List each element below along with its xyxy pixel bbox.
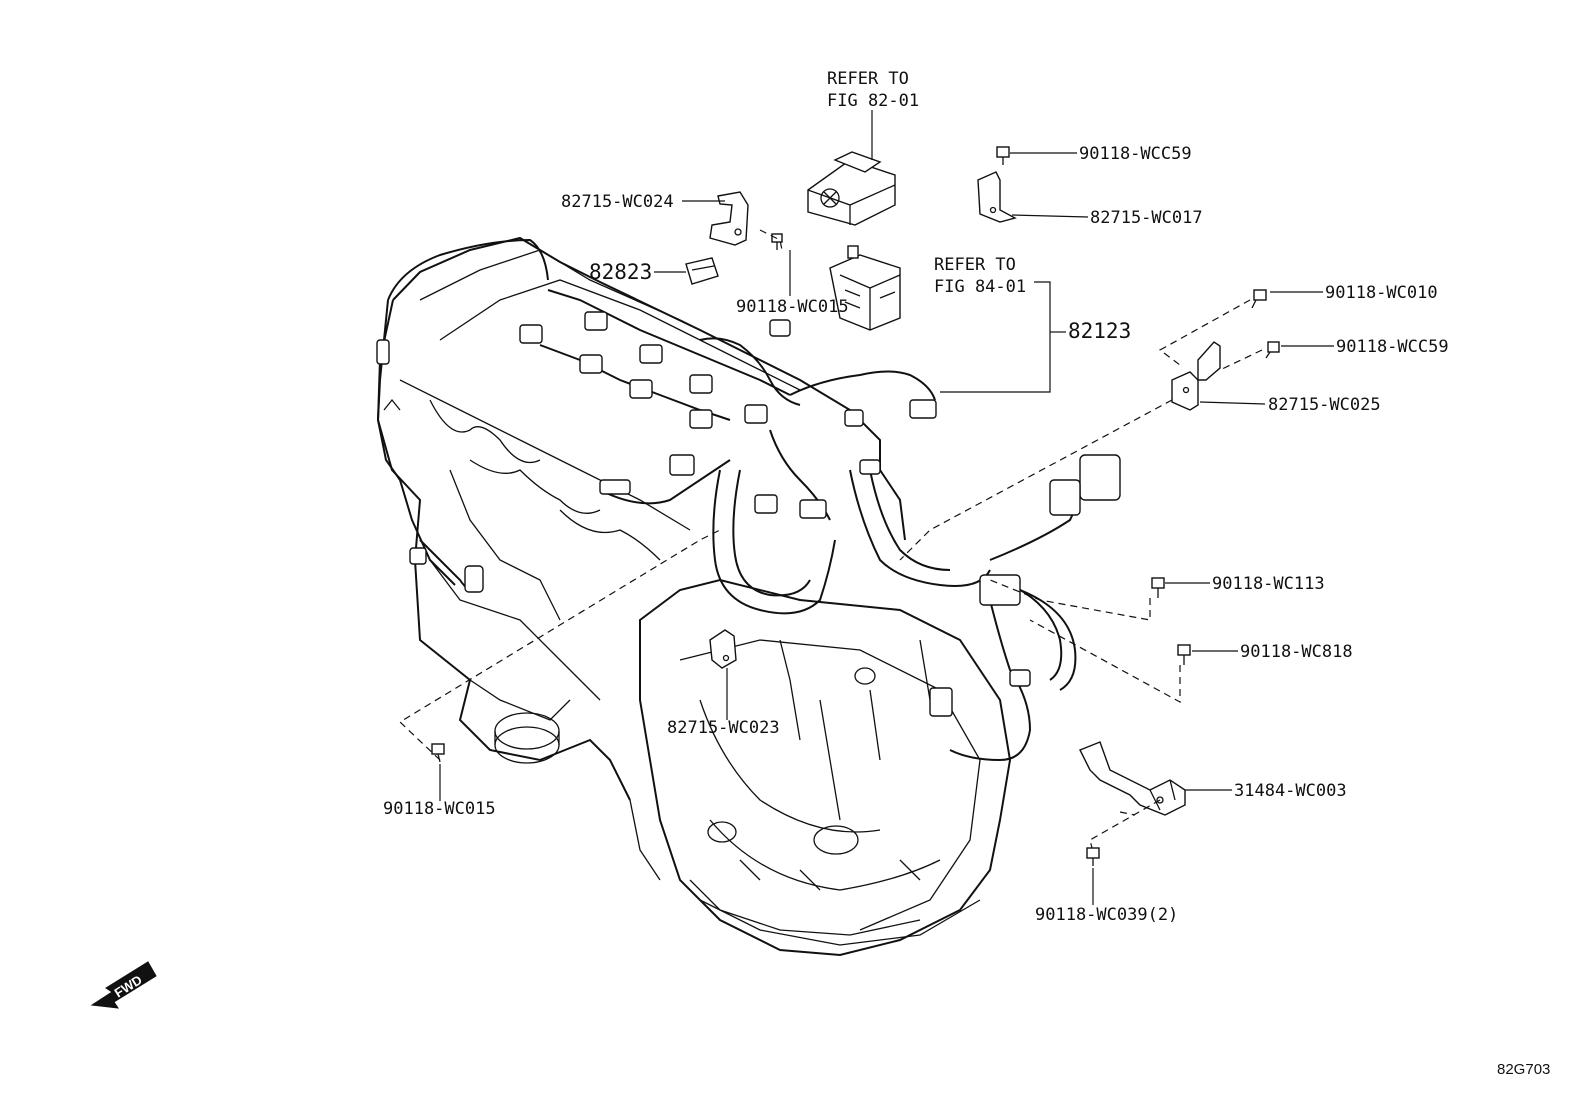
label-90118-wc015-bottom: 90118-WC015 (383, 799, 496, 819)
label-82123: 82123 (1068, 319, 1131, 343)
relay-component (829, 245, 901, 331)
label-82715-wc023: 82715-WC023 (667, 718, 780, 738)
sensor-31484-wc003 (1079, 741, 1186, 816)
label-90118-wc039: 90118-WC039(2) (1035, 905, 1178, 925)
bolt-90118-wc818 (1177, 644, 1191, 665)
fwd-arrow-icon: FWD (90, 961, 157, 1009)
wire-harness-illustration (376, 238, 1121, 762)
ref-fig84-line2: FIG 84-01 (934, 277, 1026, 297)
label-90118-wcc59-right: 90118-WCC59 (1336, 337, 1449, 357)
label-82715-wc025: 82715-WC025 (1268, 395, 1381, 415)
bracket-82715-wc025 (1171, 341, 1221, 411)
bolt-90118-wcc59-right (1265, 341, 1280, 359)
label-90118-wc015-top: 90118-WC015 (736, 297, 849, 317)
bracket-82715-wc023 (709, 629, 737, 669)
label-82715-wc024: 82715-WC024 (561, 192, 674, 212)
label-31484-wc003: 31484-WC003 (1234, 781, 1347, 801)
label-90118-wc010: 90118-WC010 (1325, 283, 1438, 303)
leader-lines (439, 110, 1334, 905)
label-82823: 82823 (589, 260, 652, 284)
assembly-dashed-lines (399, 229, 1263, 849)
bolt-90118-wcc59-top (996, 146, 1010, 165)
bolt-90118-wc015-bottom (431, 743, 445, 763)
ref-fig84-line1: REFER TO (934, 255, 1016, 275)
label-90118-wcc59-top: 90118-WCC59 (1079, 144, 1192, 164)
label-90118-wc818: 90118-WC818 (1240, 642, 1353, 662)
diagram-id: 82G703 (1497, 1061, 1550, 1078)
bolt-90118-wc039 (1086, 847, 1100, 866)
ref-fig82-line2: FIG 82-01 (827, 91, 919, 111)
label-90118-wc113: 90118-WC113 (1212, 574, 1325, 594)
label-82715-wc017: 82715-WC017 (1090, 208, 1203, 228)
relay-block-component (807, 151, 896, 226)
ref-fig82-line1: REFER TO (827, 69, 909, 89)
bolt-90118-wc113 (1151, 577, 1165, 598)
engine-assembly-illustration (376, 236, 1012, 957)
bolt-90118-wc010 (1251, 289, 1267, 309)
bracket-82715-wc017 (977, 171, 1017, 223)
bracket-82715-wc024 (709, 191, 749, 246)
clamp-82823 (685, 257, 719, 285)
